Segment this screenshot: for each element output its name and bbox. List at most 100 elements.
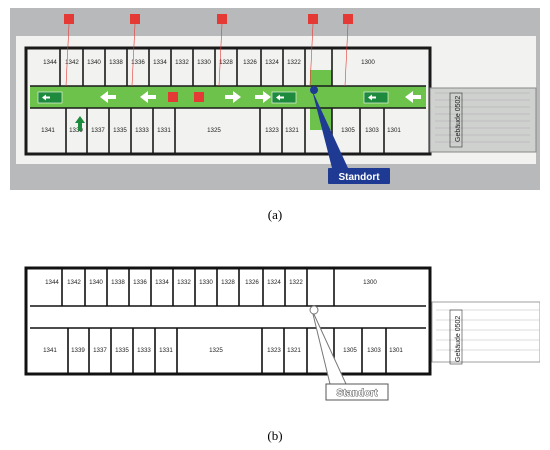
- exit-arrow-icon: [276, 94, 284, 101]
- room-number-bottom: 1339: [69, 127, 83, 134]
- adjacent-building-hatch: [435, 92, 530, 143]
- direction-arrow: [255, 91, 271, 103]
- room-number-top: 1344: [45, 279, 59, 286]
- fire-extinguisher-sign: [217, 14, 227, 24]
- direction-arrow: [405, 91, 421, 103]
- fire-extinguisher-sign: [194, 92, 204, 102]
- room-number-bottom: 1341: [43, 347, 57, 354]
- room-number-bottom: 1341: [41, 127, 55, 134]
- fire-extinguisher-sign: [343, 14, 353, 24]
- room-number-top: 1326: [245, 279, 259, 286]
- room-number-bottom: 1321: [287, 347, 301, 354]
- room-number-bottom: 1335: [113, 127, 127, 134]
- room-number-top: 1322: [287, 59, 301, 66]
- exit-arrow-icon: [368, 94, 376, 101]
- room-number-bottom: 1331: [157, 127, 171, 134]
- fire-sign-leader: [344, 23, 349, 87]
- room-walls-bottom: [65, 108, 385, 154]
- room-walls-top: [61, 268, 335, 306]
- room-number-bottom: 1301: [387, 127, 401, 134]
- building-label-frame: [449, 92, 463, 148]
- room-number-bottom: 1335: [115, 347, 129, 354]
- room-number-top: 1336: [133, 279, 147, 286]
- standort-box: [328, 168, 390, 184]
- building-outline: [24, 266, 432, 376]
- direction-arrow: [100, 91, 116, 103]
- room-number-top: 1330: [199, 279, 213, 286]
- room-number-bottom: 1333: [137, 347, 151, 354]
- room-number-bottom: 1325: [209, 347, 223, 354]
- fire-sign-leader: [65, 23, 70, 87]
- exit-arrow-icon: [42, 94, 50, 101]
- room-number-top: 1330: [197, 59, 211, 66]
- fire-extinguisher-sign: [308, 14, 318, 24]
- fire-sign-leader: [218, 23, 223, 87]
- room-number-bottom: 1331: [159, 347, 173, 354]
- adjacent-building: [431, 301, 540, 363]
- adjacent-building: [429, 87, 537, 153]
- standort-label: Standort: [338, 172, 380, 183]
- standort-dot: [309, 305, 319, 315]
- room-number-top: 1342: [65, 59, 79, 66]
- room-number-top: 1336: [131, 59, 145, 66]
- room-number-top: 1340: [89, 279, 103, 286]
- fire-extinguisher-sign: [130, 14, 140, 24]
- caption-a: (a): [267, 207, 283, 222]
- room-number-top: 1300: [363, 279, 377, 286]
- room-number-bottom: 1337: [91, 127, 105, 134]
- standort-box: [325, 383, 389, 401]
- room-number-top: 1344: [43, 59, 57, 66]
- room-number-bottom: 1321: [285, 127, 299, 134]
- room-number-top: 1324: [267, 279, 281, 286]
- room-number-bottom: 1305: [341, 127, 355, 134]
- room-labels: 1344 1342 1340 1338 1336 1334 1332 1330 1328 1326…: [43, 279, 403, 354]
- building-label: Gebäude 0502: [455, 316, 462, 362]
- fire-extinguisher-sign: [64, 14, 74, 24]
- room-number-top: 1328: [219, 59, 233, 66]
- fire-sign-leader: [309, 23, 314, 87]
- room-number-bottom: 1303: [367, 347, 381, 354]
- room-number-bottom: 1339: [71, 347, 85, 354]
- escape-arrows: [75, 91, 421, 131]
- room-number-bottom: 1301: [389, 347, 403, 354]
- room-number-top: 1338: [111, 279, 125, 286]
- fire-sign-leader: [131, 23, 136, 87]
- room-number-bottom: 1333: [135, 127, 149, 134]
- caption-b: (b): [267, 428, 283, 443]
- room-number-top: 1340: [87, 59, 101, 66]
- room-number-top: 1332: [175, 59, 189, 66]
- room-number-top: 1332: [177, 279, 191, 286]
- standort-dot: [310, 86, 318, 94]
- room-number-top: 1338: [109, 59, 123, 66]
- standort-label: Standort: [336, 388, 378, 399]
- room-number-top: 1326: [243, 59, 257, 66]
- fire-extinguisher-sign: [168, 92, 178, 102]
- room-number-bottom: 1323: [267, 347, 281, 354]
- room-walls-top: [59, 48, 333, 86]
- building-label-frame: [449, 309, 463, 365]
- room-number-bottom: 1325: [207, 127, 221, 134]
- room-number-top: 1328: [221, 279, 235, 286]
- room-number-top: 1334: [155, 279, 169, 286]
- room-number-top: 1324: [265, 59, 279, 66]
- room-number-bottom: 1303: [365, 127, 379, 134]
- exit-signs: [37, 91, 389, 104]
- standort-pointer: [312, 90, 348, 168]
- room-number-top: 1322: [289, 279, 303, 286]
- room-walls-bottom: [67, 328, 387, 374]
- fire-signs: [64, 14, 353, 102]
- floor-plan-binarized: 1344 1342 1340 1338 1336 1334 1332 1330 1328 1326…: [12, 250, 540, 410]
- direction-arrow: [225, 91, 241, 103]
- room-number-top: 1300: [361, 59, 375, 66]
- room-number-bottom: 1305: [343, 347, 357, 354]
- room-number-bottom: 1323: [265, 127, 279, 134]
- building-label: Gebäude 0502: [455, 96, 462, 142]
- direction-arrow: [140, 91, 156, 103]
- room-number-top: 1342: [67, 279, 81, 286]
- escape-stair: [310, 70, 332, 130]
- direction-arrow: [75, 116, 85, 131]
- room-number-bottom: 1337: [93, 347, 107, 354]
